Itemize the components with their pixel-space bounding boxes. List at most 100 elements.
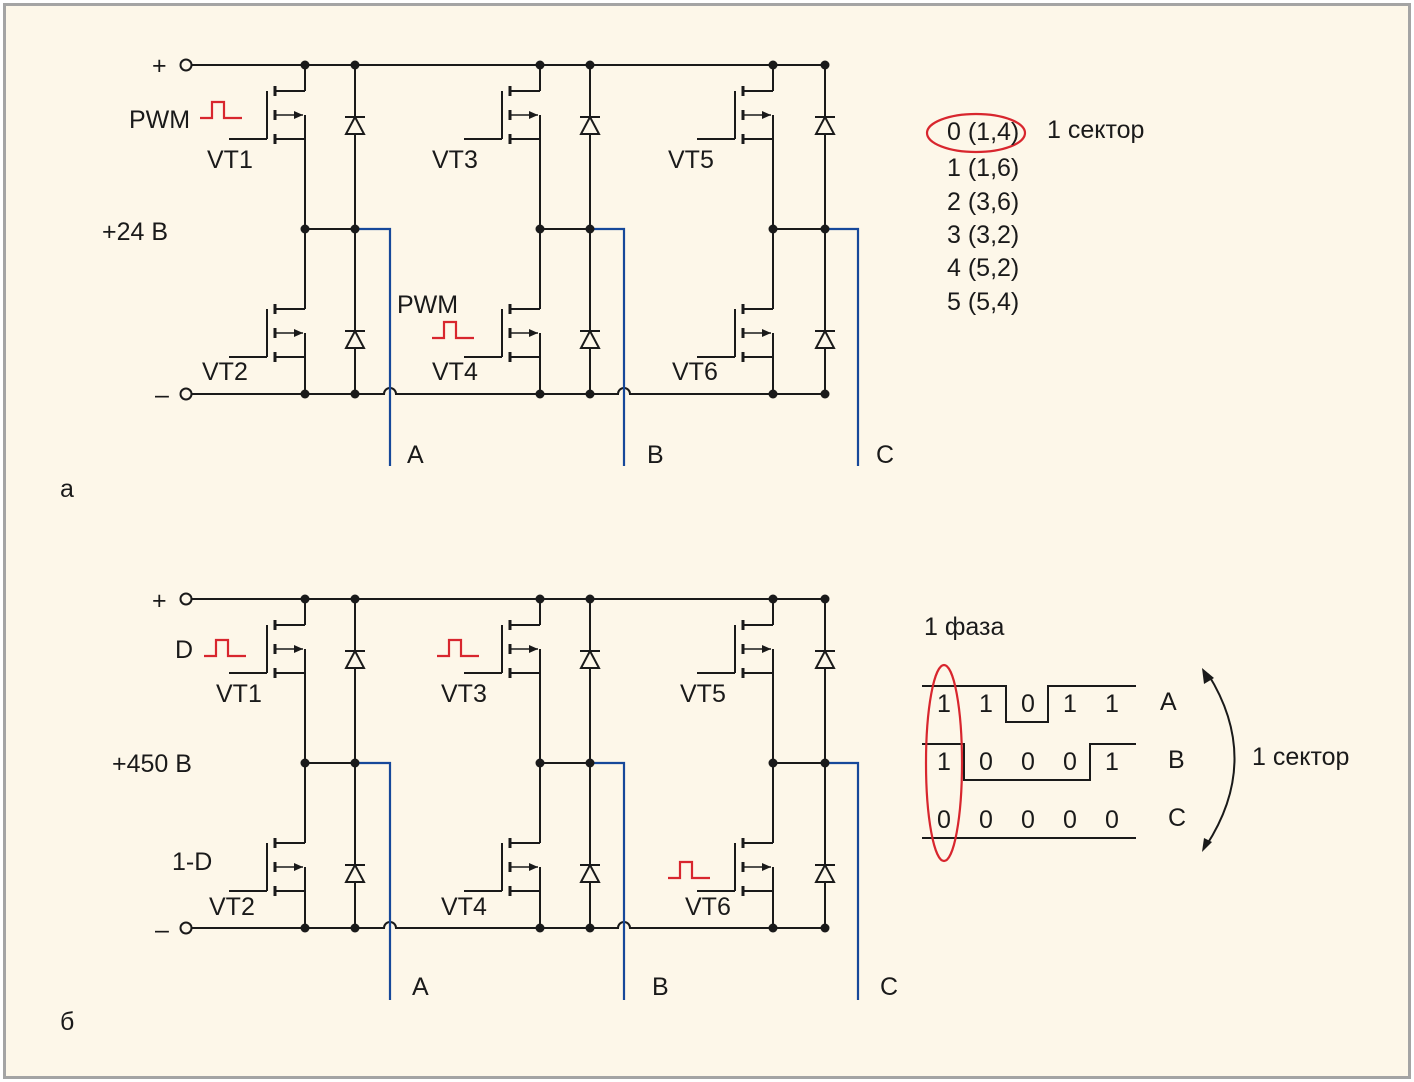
- phase-c-label: C: [876, 441, 894, 469]
- timing-bit: 0: [1021, 806, 1035, 834]
- diode-lower: [344, 330, 366, 349]
- junction-dot: [350, 923, 360, 933]
- panel-b-caption: б: [60, 1008, 74, 1036]
- state-row-5: 5 (5,4): [947, 288, 1019, 316]
- sector-arc-arrow-top: [1202, 668, 1214, 684]
- plus-terminal-label-b: +: [152, 587, 167, 615]
- junction-dot: [820, 594, 830, 604]
- pwm-pulse: [200, 100, 242, 120]
- junction-dot: [585, 594, 595, 604]
- diode-lower: [344, 864, 366, 883]
- bridge-circuit-b: [179, 592, 860, 1000]
- diode-upper: [814, 116, 836, 135]
- vt2-label: VT2: [202, 358, 248, 386]
- pwm-pulse: [668, 860, 710, 880]
- junction-dot: [768, 224, 778, 234]
- junction-dot: [585, 758, 595, 768]
- junction-dot: [350, 389, 360, 399]
- pwm-pulse: [432, 320, 474, 340]
- diode-lower: [814, 864, 836, 883]
- junction-dot: [585, 389, 595, 399]
- diode-upper: [579, 116, 601, 135]
- vt3-label-b: VT3: [441, 680, 487, 708]
- vt5-label: VT5: [668, 146, 714, 174]
- state-row-2: 2 (3,6): [947, 188, 1019, 216]
- timing-bit: 0: [979, 806, 993, 834]
- state-row-1: 1 (1,6): [947, 154, 1019, 182]
- plus-terminal: [179, 592, 193, 606]
- timing-row-b-label: B: [1168, 746, 1185, 774]
- junction-dot: [300, 923, 310, 933]
- junction-dot: [820, 923, 830, 933]
- duty-d-label: D: [175, 636, 193, 664]
- phase-wire: [355, 761, 392, 1000]
- junction-dot: [350, 758, 360, 768]
- sector-label-a: 1 сектор: [1047, 116, 1144, 144]
- minus-terminal: [179, 921, 193, 935]
- junction-dot: [768, 594, 778, 604]
- bridge-circuit-a: [179, 58, 860, 466]
- phase-a-label-b: A: [412, 973, 429, 1001]
- timing-bit: 0: [937, 806, 951, 834]
- timing-row-c-label: C: [1168, 804, 1186, 832]
- timing-bit: 0: [1021, 748, 1035, 776]
- junction-dot: [820, 758, 830, 768]
- junction-dot: [535, 60, 545, 70]
- timing-title: 1 фаза: [924, 613, 1005, 641]
- sector-arc: [1205, 673, 1236, 847]
- junction-dot: [820, 389, 830, 399]
- junction-dot: [768, 758, 778, 768]
- vt6-label: VT6: [672, 358, 718, 386]
- pwm-label-vt4: PWM: [397, 291, 458, 319]
- panel-a-labels: + – PWM PWM VT1 VT3 VT5 VT2 VT4 VT6 +24 …: [60, 52, 894, 503]
- diode-upper: [344, 650, 366, 669]
- phase-wire: [825, 227, 860, 466]
- negative-rail: [192, 387, 825, 395]
- diode-upper: [814, 650, 836, 669]
- vt2-label-b: VT2: [209, 893, 255, 921]
- junction-dot: [535, 389, 545, 399]
- minus-terminal-label-b: –: [155, 916, 169, 944]
- junction-dot: [300, 389, 310, 399]
- state-row-0: 0 (1,4): [947, 118, 1019, 146]
- vt1-label-b: VT1: [216, 680, 262, 708]
- minus-terminal: [179, 387, 193, 401]
- state-row-4: 4 (5,2): [947, 254, 1019, 282]
- timing-bit: 1: [937, 690, 951, 718]
- phase-b-label-b: B: [652, 973, 669, 1001]
- sector-label-b: 1 сектор: [1252, 743, 1349, 771]
- junction-dot: [350, 594, 360, 604]
- timing-bit: 0: [1063, 806, 1077, 834]
- junction-dot: [768, 923, 778, 933]
- diode-lower: [579, 864, 601, 883]
- timing-bit: 0: [1105, 806, 1119, 834]
- plus-terminal-label: +: [152, 52, 167, 80]
- junction-dot: [535, 923, 545, 933]
- phase-c-label-b: C: [880, 973, 898, 1001]
- timing-bit: 1: [1105, 690, 1119, 718]
- duty-1d-label: 1-D: [172, 848, 212, 876]
- junction-dot: [768, 389, 778, 399]
- diode-lower: [814, 330, 836, 349]
- phase-highlight-ellipse: [924, 663, 964, 863]
- diode-lower: [579, 330, 601, 349]
- phase-wire: [825, 761, 860, 1000]
- sector-arc-arrow-bottom: [1202, 838, 1212, 852]
- timing-row-a-label: A: [1160, 688, 1177, 716]
- timing-bit: 1: [1105, 748, 1119, 776]
- junction-dot: [350, 60, 360, 70]
- junction-dot: [535, 758, 545, 768]
- junction-dot: [585, 60, 595, 70]
- vt1-label: VT1: [207, 146, 253, 174]
- vt4-label-b: VT4: [441, 893, 487, 921]
- junction-dot: [300, 758, 310, 768]
- supply-voltage-label-b: +450 В: [112, 750, 192, 778]
- phase-wire: [590, 761, 626, 1000]
- vt6-label-b: VT6: [685, 893, 731, 921]
- pwm-label-vt1: PWM: [129, 106, 190, 134]
- figure-frame: [3, 3, 1411, 1079]
- junction-dot: [350, 224, 360, 234]
- junction-dot: [585, 923, 595, 933]
- panel-b-labels: + – D 1-D VT1 VT3 VT5 VT2 VT4 VT6 +450 В…: [60, 587, 898, 1036]
